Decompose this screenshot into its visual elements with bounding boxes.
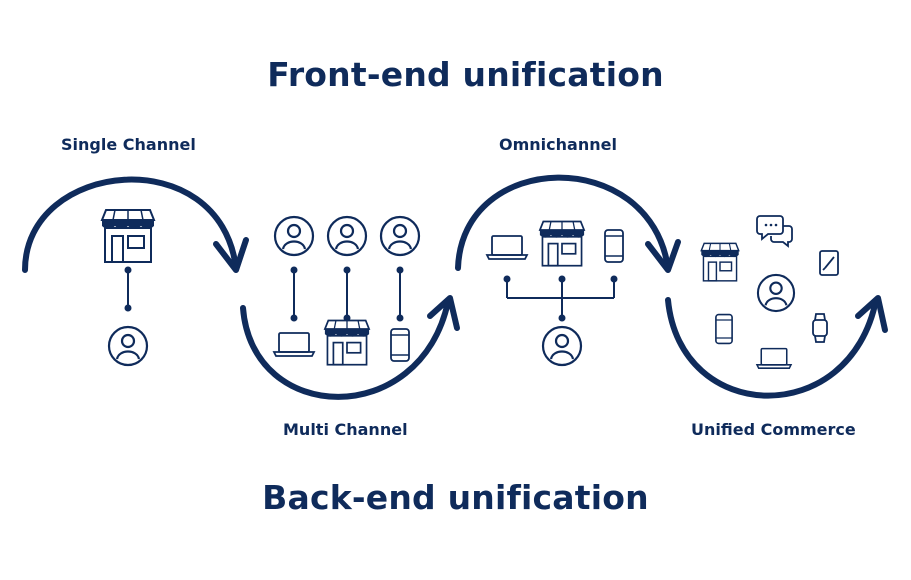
person-icon — [379, 215, 421, 257]
front-end-title: Front-end unification — [267, 55, 664, 94]
wave-arrows — [22, 174, 888, 400]
single-channel-label: Single Channel — [61, 135, 196, 154]
store-icon — [700, 242, 740, 282]
tablet-icon — [819, 250, 839, 276]
laptop-icon — [486, 235, 528, 260]
arrowhead-4 — [855, 295, 888, 333]
smartwatch-icon — [812, 313, 828, 343]
chat-icon — [756, 215, 793, 248]
laptop-icon — [756, 347, 792, 369]
multi-channel-group — [273, 215, 421, 366]
person-icon — [326, 215, 368, 257]
store-icon — [324, 319, 370, 366]
arc-multi-channel — [240, 299, 451, 400]
omnichannel-group — [486, 220, 624, 367]
person-icon — [107, 325, 149, 367]
omnichannel-label: Omnichannel — [499, 135, 617, 154]
smartphone-icon — [390, 328, 410, 362]
laptop-icon — [273, 332, 315, 357]
arc-single-channel — [22, 176, 239, 273]
unified-commerce-label: Unified Commerce — [691, 420, 856, 439]
arrowhead-3 — [645, 239, 681, 273]
unified-commerce-group — [700, 215, 839, 369]
smartphone-icon — [715, 313, 733, 345]
arrowhead-1 — [213, 237, 249, 273]
single-channel-group — [101, 209, 155, 367]
store-icon — [101, 209, 155, 263]
store-icon — [539, 220, 585, 267]
person-icon — [541, 325, 583, 367]
smartphone-icon — [604, 229, 624, 263]
back-end-title: Back-end unification — [262, 478, 649, 517]
arc-omnichannel — [455, 174, 671, 271]
arrowhead-2 — [427, 295, 460, 331]
arc-unified-commerce — [665, 297, 879, 399]
person-icon — [273, 215, 315, 257]
multi-channel-label: Multi Channel — [283, 420, 408, 439]
person-icon — [756, 273, 796, 313]
